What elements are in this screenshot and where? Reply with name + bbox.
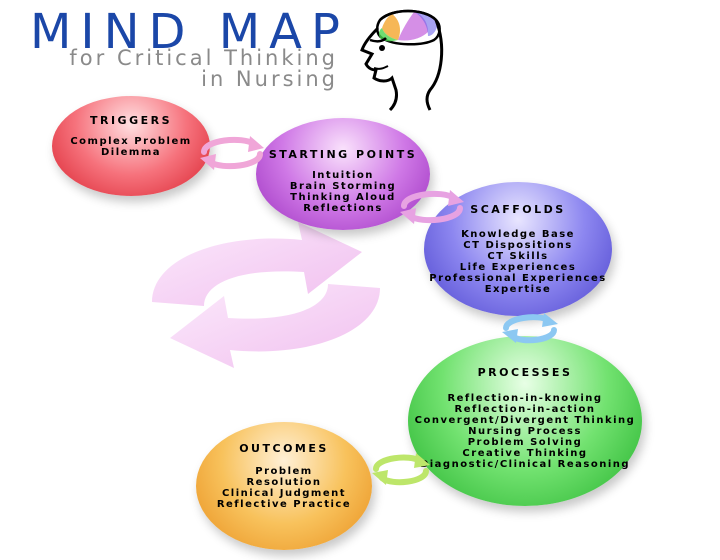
node-processes-item: Creative Thinking <box>462 448 588 459</box>
subtitle-line-1: for Critical Thinking <box>69 46 338 70</box>
background-cycle-arrows-icon <box>152 222 380 368</box>
link-starting-points-scaffolds <box>400 190 464 224</box>
node-scaffolds-item: Knowledge Base <box>461 229 575 240</box>
node-scaffolds-title: SCAFFOLDS <box>470 203 566 216</box>
subtitle-line-2: in Nursing <box>201 67 338 91</box>
node-processes-item: Nursing Process <box>468 426 582 437</box>
node-starting-points-item: Intuition <box>312 170 374 181</box>
node-processes-item: Reflection-in-knowing <box>447 393 603 404</box>
node-scaffolds: SCAFFOLDS Knowledge Base CT Dispositions… <box>424 182 612 316</box>
node-triggers: TRIGGERS Complex Problem Dilemma <box>52 96 210 196</box>
node-outcomes-item: Clinical Judgment <box>221 488 347 499</box>
link-triggers-starting-points <box>200 136 264 170</box>
node-triggers-item: Complex Problem <box>70 136 192 147</box>
node-scaffolds-item: Professional Experiences <box>429 273 607 284</box>
node-triggers-item: Dilemma <box>100 147 162 158</box>
node-outcomes-item: Resolution <box>246 477 322 488</box>
node-processes: PROCESSES Reflection-in-knowing Reflecti… <box>408 336 642 506</box>
node-scaffolds-item: Expertise <box>484 284 552 295</box>
node-starting-points-item: Thinking Aloud <box>290 192 396 203</box>
node-scaffolds-item: Life Experiences <box>459 262 577 273</box>
node-starting-points: STARTING POINTS Intuition Brain Storming… <box>256 118 430 230</box>
node-scaffolds-item: CT Dispositions <box>463 240 573 251</box>
node-starting-points-item: Reflections <box>303 203 383 214</box>
node-processes-item: Diagnostic/Clinical Reasoning <box>419 459 631 470</box>
node-outcomes: OUTCOMES Problem Resolution Clinical Jud… <box>196 422 372 550</box>
node-starting-points-title: STARTING POINTS <box>268 148 418 161</box>
node-outcomes-title: OUTCOMES <box>239 442 329 455</box>
page-title: MIND MAP <box>30 4 349 60</box>
thinking-head-icon <box>360 9 444 112</box>
node-triggers-title: TRIGGERS <box>89 114 173 127</box>
node-processes-item: Problem Solving <box>467 437 583 448</box>
link-scaffolds-processes <box>502 313 558 344</box>
link-processes-outcomes <box>372 453 430 486</box>
node-outcomes-item: Problem <box>255 466 313 477</box>
node-scaffolds-item: CT Skills <box>487 251 549 262</box>
node-processes-title: PROCESSES <box>477 366 573 379</box>
node-processes-item: Reflection-in-action <box>454 404 596 415</box>
node-outcomes-item: Reflective Practice <box>216 499 352 510</box>
node-starting-points-item: Brain Storming <box>289 181 397 192</box>
node-processes-item: Convergent/Divergent Thinking <box>414 415 636 426</box>
page-subtitle: for Critical Thinking in Nursing <box>69 48 338 90</box>
